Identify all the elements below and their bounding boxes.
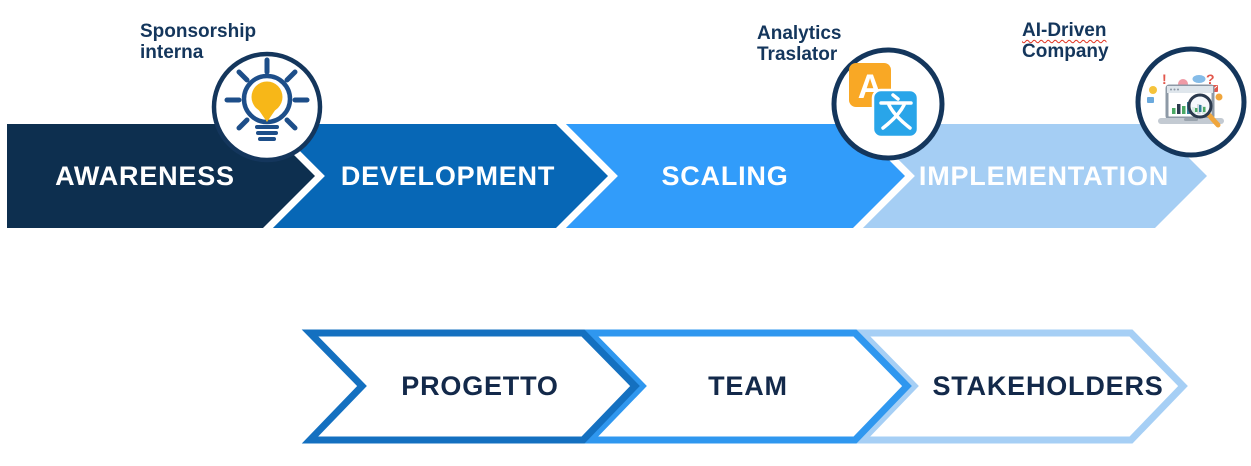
- annotation-line: Sponsorship: [140, 21, 257, 42]
- analytics-laptop-icon: ! ?: [1135, 46, 1247, 158]
- annotation-ai-driven-company: AI-Driven Company: [1022, 20, 1109, 62]
- translator-icon: A: [831, 47, 945, 161]
- annotation-line: Traslator: [757, 44, 838, 65]
- chevron-team: [581, 329, 912, 444]
- tag-doodle: [1215, 93, 1223, 101]
- chevron-progetto: [301, 329, 640, 444]
- bulb-doodle: [1149, 86, 1157, 94]
- stage-label-progetto: PROGETTO: [401, 371, 559, 401]
- cloud-doodle: [1192, 75, 1206, 83]
- annotation-analytics-traslator: Analytics Traslator: [757, 23, 841, 65]
- annotation-line: interna: [140, 42, 204, 63]
- annotation-line: Company: [1022, 41, 1109, 62]
- stage-label-awareness: AWARENESS: [55, 160, 235, 191]
- translator-cjk-glyph: [879, 93, 913, 130]
- magnifier-icon: [1187, 93, 1221, 128]
- exclamation-doodle: !: [1162, 71, 1167, 87]
- stage-label-team: TEAM: [708, 371, 788, 401]
- annotation-line: Analytics: [757, 23, 842, 44]
- lightbulb-icon: [211, 51, 323, 163]
- stage-label-development: DEVELOPMENT: [340, 160, 556, 191]
- stage-label-implementation: IMPLEMENTATION: [918, 160, 1170, 191]
- annotation-sponsorship: Sponsorship interna: [140, 21, 256, 63]
- chevron-implementation: [860, 124, 1207, 228]
- annotation-line-spellchecked: AI-Driven: [1022, 20, 1107, 41]
- stage-label-stakeholders: STAKEHOLDERS: [932, 371, 1164, 401]
- question-doodle: ?: [1206, 71, 1215, 87]
- chevron-stakeholders: [853, 329, 1188, 444]
- chat-doodle: [1147, 97, 1154, 103]
- stage-label-scaling: SCALING: [661, 160, 789, 191]
